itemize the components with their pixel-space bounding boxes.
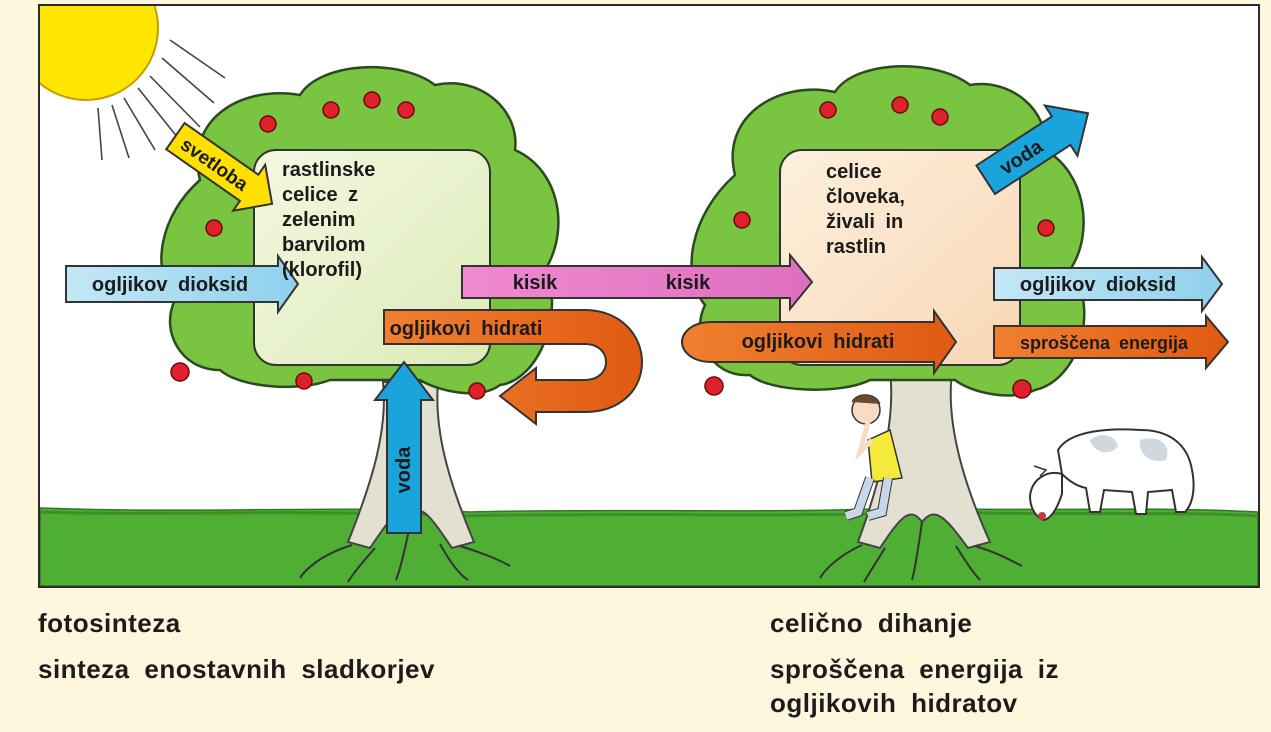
energy-out-arrow: sproščena energija bbox=[993, 313, 1230, 371]
carbs-right-arrow: ogljikovi hidrati bbox=[680, 307, 958, 377]
photosynthesis-caption: fotosinteza sinteza enostavnih sladkorje… bbox=[38, 606, 435, 686]
boy-figure bbox=[844, 394, 903, 521]
plant-cell-description: rastlinske celice z zelenim barvilom (kl… bbox=[282, 158, 375, 283]
co2-in-label: ogljikov dioksid bbox=[92, 274, 248, 296]
co2-in-arrow: ogljikov dioksid bbox=[65, 252, 300, 316]
carbs-right-label: ogljikovi hidrati bbox=[742, 331, 895, 353]
plant-cell-line: barvilom bbox=[282, 234, 366, 256]
water-up-label: voda bbox=[393, 446, 415, 494]
animal-cell-line: živali in bbox=[826, 211, 904, 233]
energy-out-label: sproščena energija bbox=[1020, 333, 1189, 353]
plant-cell-line: (klorofil) bbox=[282, 259, 362, 281]
photosynthesis-title: fotosinteza bbox=[38, 608, 181, 638]
animal-cell-description: celice človeka, živali in rastlin bbox=[826, 160, 905, 260]
carbs-left-label: ogljikovi hidrati bbox=[390, 318, 543, 340]
respiration-title: celično dihanje bbox=[770, 608, 973, 638]
carbs-left-arrow: ogljikovi hidrati bbox=[383, 309, 644, 427]
sun-icon bbox=[40, 6, 226, 161]
cow-figure bbox=[1028, 428, 1195, 522]
oxygen-right-label: kisik bbox=[666, 272, 711, 294]
plant-cell-line: rastlinske bbox=[282, 159, 376, 181]
respiration-subtitle-line: ogljikovih hidratov bbox=[770, 688, 1018, 718]
plant-cell-line: zelenim bbox=[282, 209, 356, 231]
animal-cell-line: človeka, bbox=[826, 186, 905, 208]
oxygen-left-label: kisik bbox=[513, 272, 558, 294]
respiration-subtitle-line: sproščena energija iz bbox=[770, 654, 1059, 684]
ground bbox=[40, 507, 1258, 586]
animal-cell-box bbox=[779, 149, 1021, 366]
photosynthesis-subtitle: sinteza enostavnih sladkorjev bbox=[38, 654, 435, 684]
co2-out-arrow: ogljikov dioksid bbox=[993, 253, 1224, 315]
plant-cell-line: celice z bbox=[282, 184, 359, 206]
animal-cell-line: rastlin bbox=[826, 236, 887, 258]
oxygen-arrow: kisik kisik bbox=[461, 252, 814, 312]
respiration-caption: celično dihanje sproščena energija iz og… bbox=[770, 606, 1059, 720]
co2-out-label: ogljikov dioksid bbox=[1020, 274, 1176, 296]
animal-cell-line: celice bbox=[826, 161, 882, 183]
water-up-arrow: voda bbox=[372, 360, 436, 534]
